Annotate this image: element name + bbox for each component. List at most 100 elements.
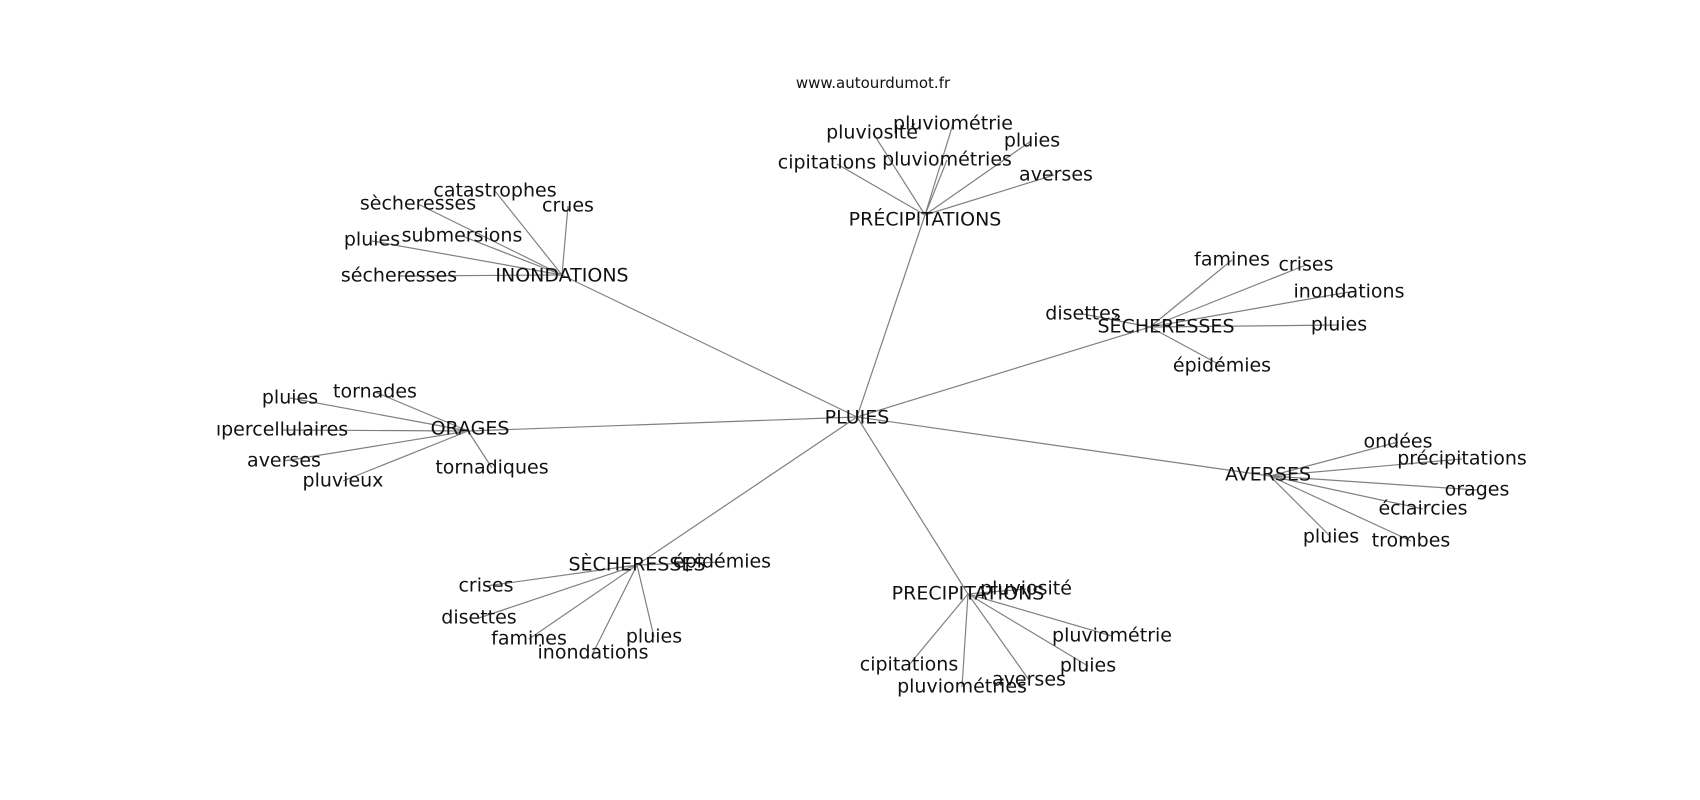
leaf-node-label: pluies bbox=[1311, 314, 1367, 336]
leaf-node-label: ıpercellulaires bbox=[216, 419, 348, 441]
edge-center-secheresses_left bbox=[636, 416, 858, 566]
leaf-node-label: pluviosité bbox=[980, 578, 1072, 600]
leaf-node-label: sècheresses bbox=[360, 193, 476, 215]
edge-center-secheresses_right bbox=[856, 326, 1151, 418]
hub-node-label: SÉCHERESSES bbox=[1097, 315, 1234, 338]
edge-inondations-leaf bbox=[371, 240, 563, 276]
edge-averses-leaf bbox=[1269, 475, 1478, 491]
leaf-node-label: catastrophes bbox=[433, 180, 556, 202]
edge-center-averses bbox=[856, 416, 1271, 477]
leaf-node-label: pluies bbox=[262, 387, 318, 409]
edge-secheresses_right-leaf bbox=[1149, 291, 1350, 328]
edge-secheresses_left-leaf bbox=[478, 564, 638, 619]
edge-orages-leaf bbox=[374, 391, 469, 432]
hub-node-label: INONDATIONS bbox=[495, 265, 628, 287]
edge-precipitations_bottom-leaf bbox=[967, 593, 1113, 637]
leaf-node-label: pluies bbox=[1004, 130, 1060, 152]
leaf-node-label: tornadiques bbox=[435, 457, 548, 479]
hub-node-label: AVERSES bbox=[1225, 464, 1311, 486]
edge-precipitations_top-leaf bbox=[924, 140, 1032, 216]
leaf-node-label: pluies bbox=[1303, 526, 1359, 548]
graph-labels: PLUIESPRÉCIPITATIONSpluviométriepluviosi… bbox=[216, 113, 1527, 698]
edge-averses-leaf bbox=[1269, 441, 1399, 477]
leaf-node-label: pluviométries bbox=[897, 676, 1027, 698]
edge-secheresses_right-leaf bbox=[1149, 326, 1223, 367]
leaf-node-label: averses bbox=[1019, 164, 1093, 186]
edge-secheresses_right-leaf bbox=[1149, 264, 1307, 328]
edge-inondations-leaf bbox=[494, 190, 563, 276]
leaf-node-label: cipitations bbox=[860, 654, 958, 676]
edge-center-orages bbox=[467, 416, 858, 432]
leaf-node-label: disettes bbox=[1045, 303, 1120, 325]
leaf-node-label: crises bbox=[458, 575, 513, 597]
leaf-node-label: disettes bbox=[441, 607, 516, 629]
leaf-node-label: pluviométrie bbox=[1052, 625, 1172, 647]
edge-precipitations_top-leaf bbox=[924, 174, 1055, 216]
leaf-node-label: trombes bbox=[1372, 530, 1451, 552]
source-credit: www.autourdumot.fr bbox=[796, 74, 951, 92]
edge-precipitations_bottom-leaf bbox=[908, 593, 969, 666]
leaf-node-label: précipitations bbox=[1397, 448, 1527, 470]
leaf-node-label: inondations bbox=[1294, 281, 1405, 303]
leaf-node-label: cipitations bbox=[778, 152, 876, 174]
edge-orages-leaf bbox=[467, 430, 493, 469]
edge-center-inondations bbox=[561, 274, 858, 418]
edge-secheresses_right-leaf bbox=[1149, 324, 1340, 328]
edge-inondations-leaf bbox=[417, 203, 563, 276]
leaf-node-label: pluviosité bbox=[826, 122, 918, 144]
edge-inondations-leaf bbox=[398, 274, 563, 277]
edge-averses-leaf bbox=[1269, 475, 1332, 538]
edge-precipitations_top-leaf bbox=[924, 159, 948, 216]
leaf-node-label: inondations bbox=[538, 642, 649, 664]
hub-node-label: PRECIPITATIONS bbox=[892, 583, 1045, 605]
leaf-node-label: épidémies bbox=[673, 551, 771, 573]
hub-node-label: ORAGES bbox=[431, 418, 510, 440]
leaf-node-label: sécheresses bbox=[341, 265, 457, 287]
leaf-node-label: crues bbox=[542, 195, 594, 217]
leaf-node-label: pluvieux bbox=[303, 470, 384, 492]
graph-edges bbox=[281, 123, 1478, 688]
leaf-node-label: crises bbox=[1278, 254, 1333, 276]
edge-precipitations_bottom-leaf bbox=[967, 593, 1030, 681]
edge-precipitations_top-leaf bbox=[836, 163, 926, 216]
edge-center-precipitations_bottom bbox=[856, 416, 969, 595]
leaf-node-label: pluviométrie bbox=[893, 113, 1013, 135]
edge-center-precipitations_top bbox=[856, 214, 926, 418]
edge-precipitations_bottom-leaf bbox=[967, 593, 1089, 667]
leaf-node-label: submersions bbox=[402, 225, 523, 247]
edge-secheresses_left-leaf bbox=[528, 564, 638, 640]
edge-averses-leaf bbox=[1269, 458, 1463, 477]
leaf-node-label: averses bbox=[247, 450, 321, 472]
edge-orages-leaf bbox=[283, 430, 469, 462]
leaf-node-label: pluies bbox=[344, 229, 400, 251]
leaf-node-label: pluviométries bbox=[882, 149, 1012, 171]
center-node-label: PLUIES bbox=[825, 407, 890, 429]
edge-orages-leaf bbox=[342, 430, 469, 482]
leaf-node-label: pluies bbox=[626, 626, 682, 648]
edge-averses-leaf bbox=[1269, 475, 1424, 510]
leaf-node-label: tornades bbox=[333, 381, 417, 403]
edge-secheresses_right-leaf bbox=[1082, 313, 1151, 328]
leaf-node-label: famines bbox=[1194, 249, 1270, 271]
edge-secheresses_left-leaf bbox=[636, 561, 723, 566]
leaf-node-label: famines bbox=[491, 628, 567, 650]
edge-secheresses_left-leaf bbox=[636, 564, 655, 638]
edge-secheresses_left-leaf bbox=[485, 564, 638, 587]
edge-inondations-leaf bbox=[461, 235, 563, 276]
leaf-node-label: ondées bbox=[1363, 431, 1432, 453]
hub-node-label: PRÉCIPITATIONS bbox=[849, 208, 1002, 231]
leaf-node-label: averses bbox=[992, 669, 1066, 691]
leaf-node-label: épidémies bbox=[1173, 355, 1271, 377]
leaf-node-label: éclaircies bbox=[1378, 498, 1467, 520]
edge-orages-leaf bbox=[289, 397, 469, 432]
edge-orages-leaf bbox=[281, 429, 469, 432]
edge-precipitations_bottom-leaf bbox=[961, 593, 969, 688]
edge-precipitations_top-leaf bbox=[924, 123, 954, 216]
edge-precipitations_bottom-leaf bbox=[967, 588, 1027, 595]
hub-node-label: SÈCHERESSES bbox=[568, 553, 705, 576]
edge-averses-leaf bbox=[1269, 475, 1412, 542]
edge-inondations-leaf bbox=[561, 205, 569, 276]
leaf-node-label: orages bbox=[1445, 479, 1510, 501]
edge-precipitations_top-leaf bbox=[872, 132, 926, 216]
